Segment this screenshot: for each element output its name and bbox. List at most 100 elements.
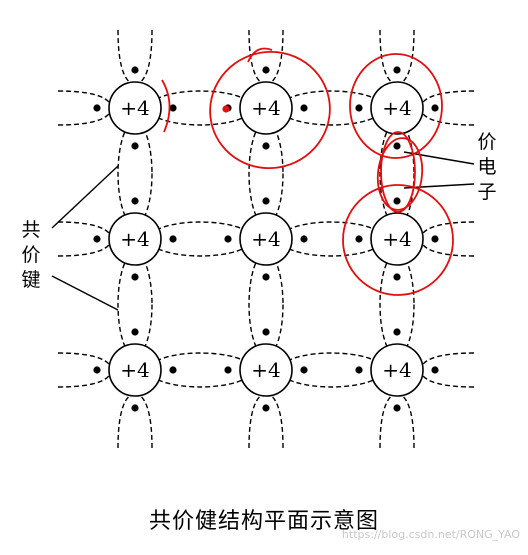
- valence-electron-label: 价 电 子: [476, 130, 498, 205]
- annotation-circle: [342, 184, 454, 296]
- electron-dot: [393, 273, 401, 281]
- atom-label: +4: [251, 358, 280, 382]
- outer-bond: [117, 393, 133, 449]
- atom-label: +4: [120, 227, 149, 251]
- electron-dot: [393, 142, 401, 150]
- valence-electron-label-char: 子: [477, 181, 497, 203]
- atom-label: +4: [120, 96, 149, 120]
- atom-label: +4: [382, 358, 411, 382]
- covalent-bond-label-char: 价: [21, 244, 41, 266]
- atom-label: +4: [382, 227, 411, 251]
- electron-dot: [262, 404, 270, 412]
- electron-dot: [262, 273, 270, 281]
- outer-bond: [57, 372, 112, 388]
- electron-dot: [431, 104, 439, 112]
- annotation-mark: [161, 79, 171, 133]
- electron-dot: [393, 197, 401, 205]
- annotation-ellipse: [380, 131, 416, 213]
- outer-bond: [420, 110, 475, 126]
- valence-electron-label-char: 电: [477, 156, 497, 178]
- horizontal-bond: [278, 352, 385, 388]
- outer-bond: [57, 221, 112, 237]
- outer-bond: [268, 29, 284, 85]
- atom-nucleus: [239, 343, 293, 397]
- electron-dot: [131, 142, 139, 150]
- outer-bond: [57, 90, 112, 106]
- electron-dot: [169, 366, 177, 374]
- horizontal-bond: [278, 221, 385, 257]
- electron-dot: [131, 66, 139, 74]
- vertical-bond: [117, 251, 153, 358]
- electron-dot: [93, 104, 101, 112]
- atom-nucleus: [108, 212, 162, 266]
- outer-bond: [248, 393, 264, 449]
- electron-dot: [393, 66, 401, 74]
- outer-bond: [268, 393, 284, 449]
- electron-dot: [300, 104, 308, 112]
- electron-dot: [131, 197, 139, 205]
- annotation-circle: [209, 50, 331, 170]
- atom-nucleus: [239, 212, 293, 266]
- outer-bond: [379, 29, 395, 85]
- electron-dot: [262, 328, 270, 336]
- electron-dot: [224, 235, 232, 243]
- outer-bond: [57, 110, 112, 126]
- outer-bond: [420, 352, 475, 368]
- outer-bond: [420, 241, 475, 257]
- atom-nucleus: [370, 212, 424, 266]
- outer-bond: [399, 29, 415, 85]
- electron-dot: [262, 66, 270, 74]
- covalent-bond-label-char: 共: [21, 219, 41, 241]
- covalent-bond-label-char: 键: [21, 269, 41, 291]
- outer-bond: [57, 241, 112, 257]
- horizontal-bond: [278, 90, 385, 126]
- electron-dot: [224, 366, 232, 374]
- atom-nucleus: [370, 343, 424, 397]
- bond-pointer-line: [51, 275, 119, 311]
- valence-electron-label-char: 价: [477, 131, 497, 153]
- horizontal-bond: [147, 221, 254, 257]
- atom-nucleus: [108, 343, 162, 397]
- electron-dot: [169, 104, 177, 112]
- red-hand-annotations: [161, 47, 454, 296]
- outer-bond: [57, 352, 112, 368]
- electron-dot: [300, 366, 308, 374]
- outer-bond: [379, 393, 395, 449]
- atom-nucleus: [108, 81, 162, 135]
- vertical-bond: [248, 120, 284, 227]
- outer-bond: [137, 29, 153, 85]
- annotation-ellipse: [376, 137, 424, 211]
- electron-dot: [431, 235, 439, 243]
- atom-label: +4: [120, 358, 149, 382]
- electron-dot: [131, 328, 139, 336]
- electron-dot: [355, 104, 363, 112]
- atom-label: +4: [251, 96, 280, 120]
- vertical-bond: [248, 251, 284, 358]
- horizontal-bond: [147, 352, 254, 388]
- electron-dot: [393, 328, 401, 336]
- electron-dot: [300, 235, 308, 243]
- diagram-caption: 共价健结构平面示意图: [148, 509, 379, 534]
- electron-dot: [393, 404, 401, 412]
- outer-bond: [248, 29, 264, 85]
- annotation-dot: [222, 105, 230, 113]
- electron-dot: [262, 197, 270, 205]
- electron-dot: [131, 404, 139, 412]
- electron-dot: [262, 142, 270, 150]
- atom-label: +4: [382, 96, 411, 120]
- outer-bond: [117, 29, 133, 85]
- horizontal-bond: [147, 90, 254, 126]
- electron-dot: [93, 235, 101, 243]
- atom-nucleus: [370, 81, 424, 135]
- atom-nucleus: [239, 81, 293, 135]
- vertical-bond: [117, 120, 153, 227]
- vertical-bond: [379, 251, 415, 358]
- electron-dot: [169, 235, 177, 243]
- electron-dot: [131, 273, 139, 281]
- outer-bond: [399, 393, 415, 449]
- bond-pointer-line: [51, 165, 119, 229]
- electron-dot: [355, 366, 363, 374]
- electron-dot: [93, 366, 101, 374]
- electron-dot: [431, 366, 439, 374]
